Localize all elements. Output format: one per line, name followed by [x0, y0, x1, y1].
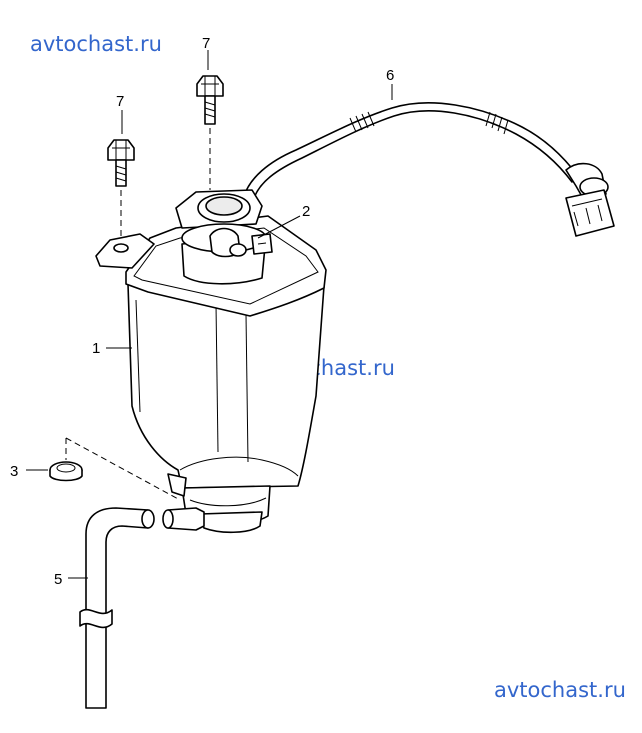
reservoir-tank[interactable]	[95, 189, 327, 534]
callout-6: 6	[386, 67, 394, 84]
callout-7-left: 7	[116, 93, 124, 110]
callout-1: 1	[92, 340, 100, 357]
watermark-bottom-right: avtochast.ru	[494, 678, 626, 702]
level-sender-valve[interactable]	[209, 227, 273, 258]
wiring-harness[interactable]	[243, 102, 615, 237]
rubber-cap[interactable]	[49, 461, 83, 482]
callout-5: 5	[54, 571, 62, 588]
callout-7-right: 7	[202, 35, 210, 52]
leader-2	[257, 215, 301, 239]
coolant-hose[interactable]	[79, 507, 205, 709]
callout-2: 2	[302, 203, 310, 220]
cap-guide	[65, 437, 181, 501]
callout-3: 3	[10, 463, 18, 480]
bolt-right[interactable]	[196, 75, 224, 125]
bolt-left[interactable]	[107, 139, 135, 187]
watermark-top-left: avtochast.ru	[30, 32, 162, 56]
